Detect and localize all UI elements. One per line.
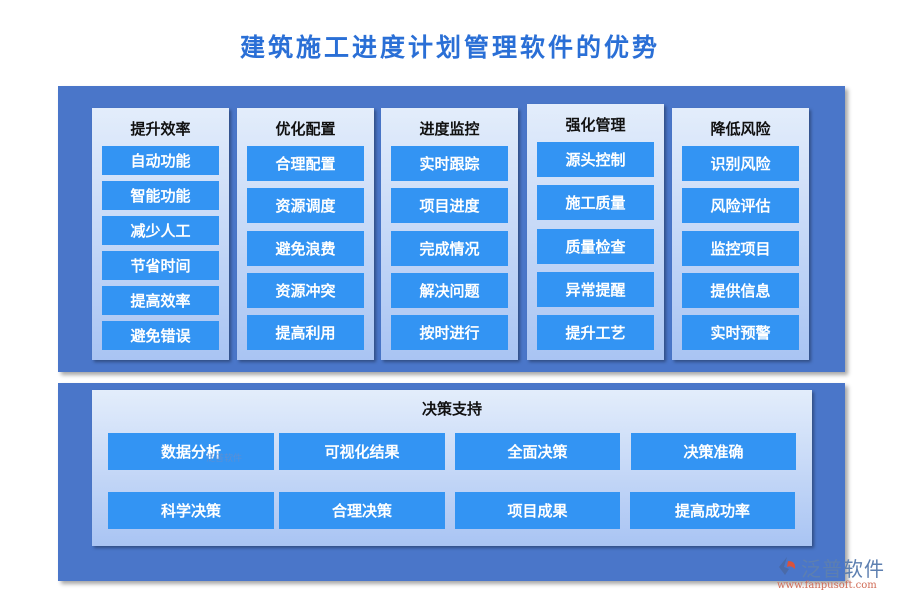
item: 按时进行 <box>391 315 508 350</box>
column-risk: 降低风险 识别风险 风险评估 监控项目 提供信息 实时预警 <box>672 108 809 360</box>
decision-support-box: 决策支持 数据分析 可视化结果 全面决策 决策准确 科学决策 合理决策 项目成果… <box>92 390 812 546</box>
item: 实时跟踪 <box>391 146 508 181</box>
item: 资源冲突 <box>247 272 364 308</box>
item: 资源调度 <box>247 188 364 224</box>
item: 智能功能 <box>102 181 219 210</box>
item: 合理配置 <box>247 146 364 181</box>
decision-item: 全面决策 <box>455 433 620 470</box>
item: 项目进度 <box>391 188 508 224</box>
decision-item: 数据分析 <box>108 433 274 470</box>
column-title: 降低风险 <box>710 120 771 138</box>
decision-item: 项目成果 <box>455 492 620 529</box>
decision-panel: 决策支持 数据分析 可视化结果 全面决策 决策准确 科学决策 合理决策 项目成果… <box>58 383 845 581</box>
item: 自动功能 <box>102 146 219 175</box>
watermark: 泛普软件 <box>206 454 243 464</box>
item: 避免错误 <box>102 321 219 350</box>
decision-item: 提高成功率 <box>630 492 795 529</box>
column-title: 优化配置 <box>275 120 336 138</box>
decision-title: 决策支持 <box>421 400 482 418</box>
page-title: 建筑施工进度计划管理软件的优势 <box>239 33 660 62</box>
item: 节省时间 <box>102 251 219 280</box>
item: 风险评估 <box>682 188 799 224</box>
item: 提高利用 <box>247 315 364 350</box>
column-title: 进度监控 <box>419 120 480 138</box>
column-title: 强化管理 <box>565 116 626 134</box>
decision-item: 合理决策 <box>279 492 445 529</box>
decision-item: 科学决策 <box>108 492 274 529</box>
item: 实时预警 <box>682 315 799 350</box>
item: 识别风险 <box>682 146 799 181</box>
column-allocation: 优化配置 合理配置 资源调度 避免浪费 资源冲突 提高利用 <box>237 108 374 360</box>
item: 提高效率 <box>102 286 219 315</box>
brand-logo: 泛普软件 www.fanpusoft.com <box>773 553 898 598</box>
column-efficiency: 提升效率 自动功能 智能功能 减少人工 节省时间 提高效率 避免错误 <box>92 108 229 360</box>
logo-name: 泛普软件 <box>801 557 885 581</box>
item: 监控项目 <box>682 230 799 266</box>
item: 提升工艺 <box>537 315 654 350</box>
advantages-panel: 提升效率 自动功能 智能功能 减少人工 节省时间 提高效率 避免错误 优化配置 … <box>58 86 845 372</box>
item: 完成情况 <box>391 230 508 266</box>
item: 提供信息 <box>682 272 799 308</box>
fanpu-logo-icon <box>779 557 796 575</box>
item: 解决问题 <box>391 272 508 308</box>
item: 施工质量 <box>537 185 654 221</box>
item: 质量检查 <box>537 228 654 264</box>
item: 源头控制 <box>537 142 654 177</box>
item: 避免浪费 <box>247 230 364 266</box>
decision-item: 决策准确 <box>631 433 796 470</box>
column-management: 强化管理 源头控制 施工质量 质量检查 异常提醒 提升工艺 <box>527 104 664 360</box>
column-monitoring: 进度监控 实时跟踪 项目进度 完成情况 解决问题 按时进行 <box>381 108 518 360</box>
item: 异常提醒 <box>537 271 654 307</box>
column-title: 提升效率 <box>130 120 191 138</box>
decision-item: 可视化结果 <box>279 433 445 470</box>
logo-url: www.fanpusoft.com <box>777 580 877 591</box>
item: 减少人工 <box>102 216 219 245</box>
